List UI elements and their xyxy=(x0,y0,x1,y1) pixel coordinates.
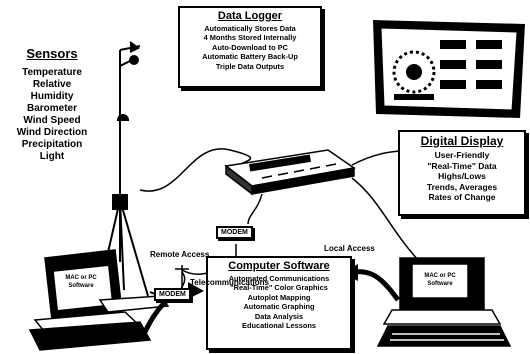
data-logger-line: Triple Data Outputs xyxy=(215,61,285,71)
telecommunications-label: Telecommunications xyxy=(190,278,269,287)
computer-software-line: Data Analysis xyxy=(254,311,304,321)
data-logger-title: Data Logger xyxy=(217,10,283,22)
sensor-item: Wind Direction xyxy=(16,127,88,138)
sensor-item: Relative xyxy=(32,79,72,90)
computer-software-title: Computer Software xyxy=(228,260,330,272)
digital-display-line: "Real-Time" Data xyxy=(427,160,497,171)
remote-access-label: Remote Access xyxy=(150,250,210,259)
modem-left-label: MODEM xyxy=(154,288,191,301)
sensor-item: Barometer xyxy=(26,103,78,114)
data-logger-box: Data Logger Automatically Stores Data 4 … xyxy=(178,6,322,88)
computer-software-line: Educational Lessons xyxy=(242,321,316,331)
left-computer-icon xyxy=(28,249,170,351)
local-access-cable xyxy=(351,177,421,263)
sensors-title: Sensors xyxy=(26,46,78,61)
mac-pc-left-screen-label: MAC or PC Software xyxy=(65,275,97,289)
computer-software-line: Automatic Graphing xyxy=(243,302,315,312)
data-logger-line: Automatically Stores Data xyxy=(204,24,296,33)
local-access-label: Local Access xyxy=(324,244,375,253)
sensor-item: Humidity xyxy=(30,91,74,102)
right-computer-icon xyxy=(376,257,512,347)
data-logger-device-icon xyxy=(224,149,356,196)
modem-top-label: MODEM xyxy=(216,226,253,239)
data-logger-line: Automatic Battery Back-Up xyxy=(202,52,298,62)
arrow-right-icon xyxy=(351,269,401,302)
data-logger-line: 4 Months Stored Internally xyxy=(203,33,297,43)
computer-software-line: Automated Communications xyxy=(228,274,330,283)
modem-cable xyxy=(247,193,263,225)
digital-display-title: Digital Display xyxy=(420,134,504,148)
sensor-item: Light xyxy=(39,151,65,162)
digital-display-box: Digital Display User-Friendly "Real-Time… xyxy=(398,130,526,216)
computer-software-box: Computer Software Automated Communicatio… xyxy=(206,256,352,350)
digital-display-line: Highs/Lows xyxy=(438,171,486,181)
sensor-item: Temperature xyxy=(22,67,82,78)
sensor-cable xyxy=(139,148,252,192)
digital-display-panel-icon xyxy=(373,20,525,118)
mac-pc-right-screen-label: MAC or PC Software xyxy=(424,273,456,287)
digital-display-line: Trends, Averages xyxy=(426,181,498,192)
sensor-item: Wind Speed xyxy=(23,115,81,126)
sensors-panel: Sensors Temperature Relative Humidity Ba… xyxy=(2,46,102,163)
computer-software-line: "Real-Time" Color Graphics xyxy=(230,283,328,293)
digital-display-line: User-Friendly xyxy=(434,150,490,160)
sensor-item: Precipitation xyxy=(21,139,83,150)
digital-display-line: Rates of Change xyxy=(428,192,496,202)
arrow-left-head-icon xyxy=(188,282,204,299)
data-logger-line: Auto-Download to PC xyxy=(212,42,288,52)
computer-software-line: Autoplot Mapping xyxy=(247,292,311,302)
